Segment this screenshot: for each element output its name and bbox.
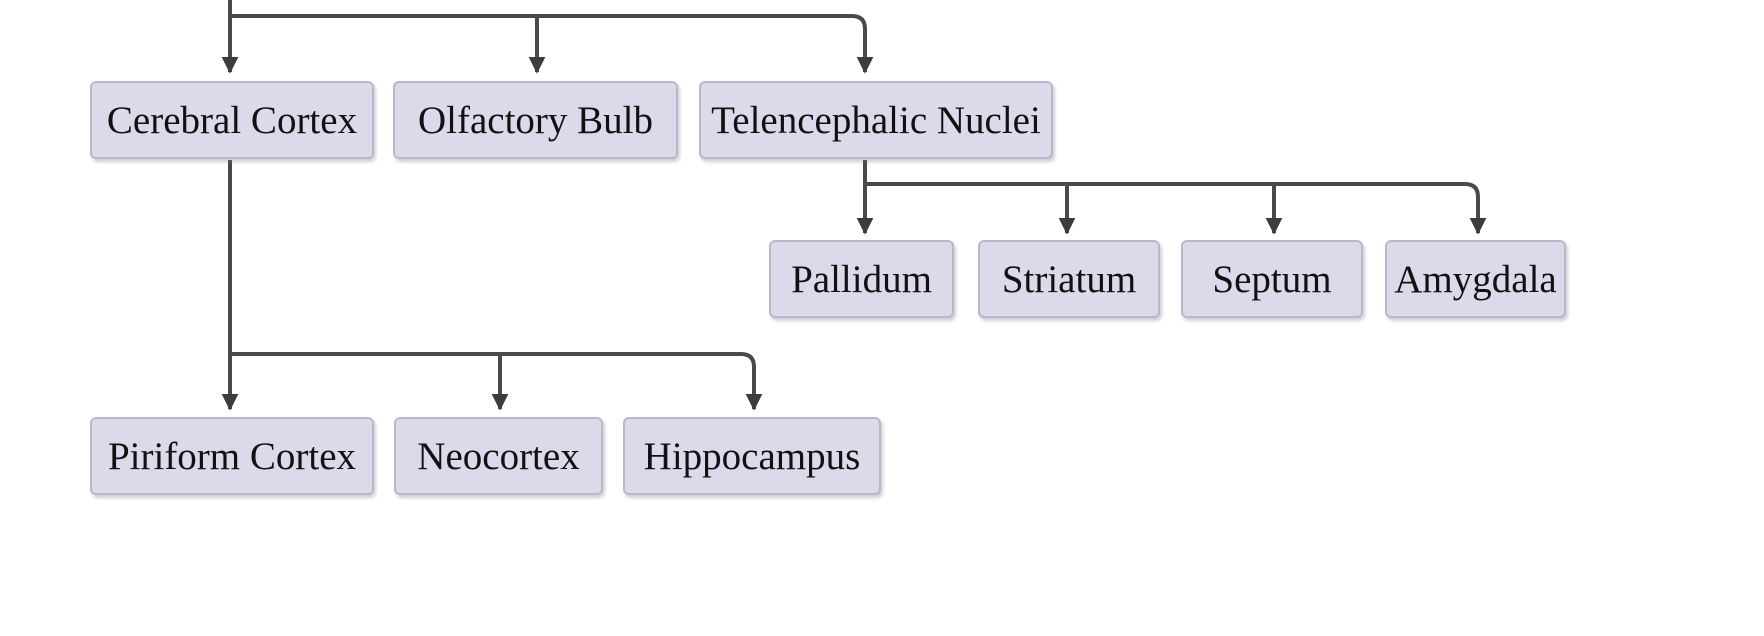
node-label: Hippocampus bbox=[643, 434, 861, 478]
connector-nuclei-bus bbox=[865, 182, 1480, 205]
node-label: Telencephalic Nuclei bbox=[711, 98, 1041, 142]
node-cerebral-cortex: Cerebral Cortex bbox=[90, 81, 374, 159]
node-label: Neocortex bbox=[417, 434, 580, 478]
node-label: Cerebral Cortex bbox=[106, 98, 358, 142]
node-label: Striatum bbox=[1001, 257, 1137, 301]
node-telencephalic-nuclei: Telencephalic Nuclei bbox=[699, 81, 1053, 159]
node-label: Pallidum bbox=[791, 257, 932, 301]
node-striatum: Striatum bbox=[978, 240, 1160, 318]
node-piriform-cortex: Piriform Cortex bbox=[90, 417, 374, 495]
node-label: Piriform Cortex bbox=[107, 434, 357, 478]
node-septum: Septum bbox=[1181, 240, 1363, 318]
node-label: Septum bbox=[1212, 257, 1332, 301]
node-label: Olfactory Bulb bbox=[417, 98, 654, 142]
node-pallidum: Pallidum bbox=[769, 240, 954, 318]
node-amygdala: Amygdala bbox=[1385, 240, 1566, 318]
node-label: Amygdala bbox=[1394, 257, 1557, 301]
connector-cortex-bus bbox=[230, 352, 756, 375]
node-olfactory-bulb: Olfactory Bulb bbox=[393, 81, 678, 159]
node-hippocampus: Hippocampus bbox=[623, 417, 881, 495]
node-neocortex: Neocortex bbox=[394, 417, 603, 495]
connector-top-bus bbox=[230, 14, 867, 38]
